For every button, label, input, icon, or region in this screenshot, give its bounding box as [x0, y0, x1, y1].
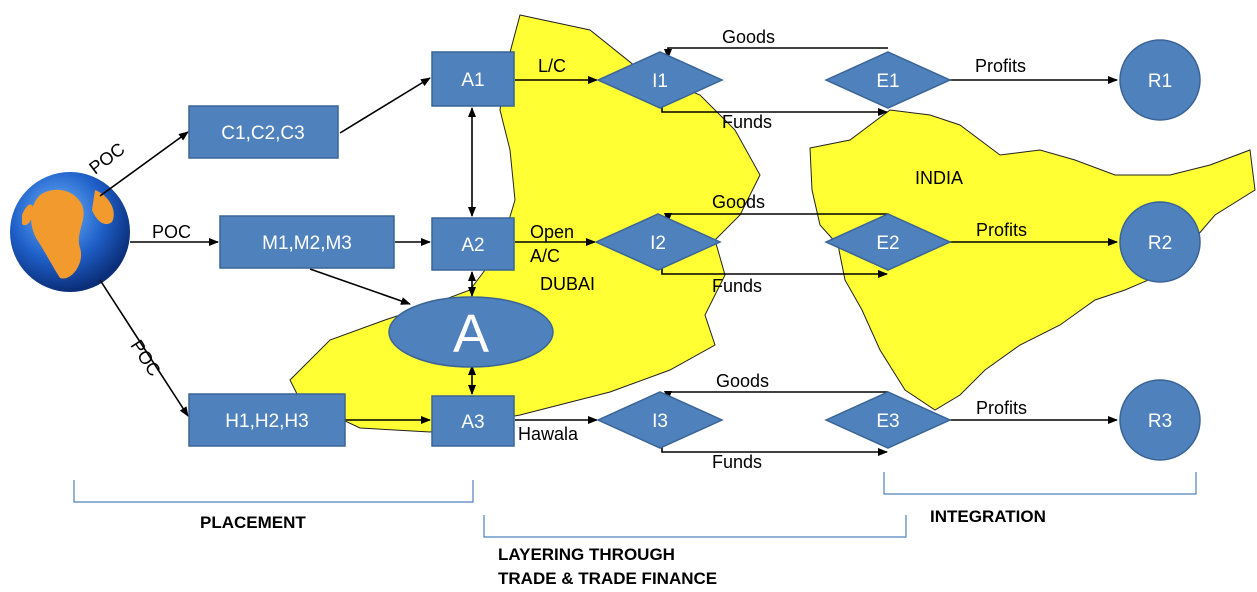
- node-label: R1: [1148, 71, 1172, 92]
- node-e1: E1: [824, 51, 952, 109]
- node-e2: E2: [824, 213, 952, 271]
- node-a-hub: A: [388, 296, 554, 368]
- node-label: R2: [1148, 233, 1172, 254]
- node-label: R3: [1148, 411, 1172, 432]
- region-label-dubai: DUBAI: [540, 274, 595, 294]
- node-label: I2: [650, 233, 666, 254]
- edge-label-goods-1: Goods: [722, 27, 775, 47]
- node-label: A: [453, 304, 489, 364]
- stage-label-integration: INTEGRATION: [930, 507, 1046, 526]
- integration-bracket: [883, 472, 1197, 495]
- edge-label-goods-3: Goods: [716, 371, 769, 391]
- placement-bracket: [73, 480, 474, 503]
- edge-label-poc-mid: POC: [152, 222, 191, 242]
- edge-label-hawala: Hawala: [518, 424, 579, 444]
- node-label: E2: [876, 233, 899, 254]
- node-label: I1: [652, 71, 668, 92]
- node-a3: A3: [431, 395, 515, 447]
- stage-label-layering-line1: LAYERING THROUGH: [498, 545, 675, 564]
- node-label: H1,H2,H3: [225, 411, 308, 432]
- node-label: I3: [652, 411, 668, 432]
- stage-label-placement: PLACEMENT: [200, 513, 306, 532]
- node-c: C1,C2,C3: [188, 105, 339, 159]
- node-i3: I3: [596, 391, 724, 449]
- node-r1: R1: [1119, 39, 1201, 121]
- layering-bracket: [483, 515, 907, 538]
- edge-label-profits-2: Profits: [976, 220, 1027, 240]
- node-label: M1,M2,M3: [262, 233, 352, 254]
- node-label: E3: [876, 411, 899, 432]
- node-e3: E3: [824, 391, 952, 449]
- node-label: E1: [876, 71, 899, 92]
- node-label: A2: [461, 235, 484, 256]
- edge-label-ac: A/C: [530, 246, 560, 266]
- region-label-india: INDIA: [915, 168, 963, 188]
- node-a2: A2: [431, 217, 515, 271]
- node-a1: A1: [431, 51, 515, 107]
- globe-icon: [10, 172, 130, 292]
- edge-label-funds-3: Funds: [712, 452, 762, 472]
- node-i2: I2: [594, 213, 722, 271]
- node-h: H1,H2,H3: [188, 393, 346, 447]
- stage-label-layering-line2: TRADE & TRADE FINANCE: [498, 569, 717, 588]
- node-label: C1,C2,C3: [221, 123, 304, 144]
- node-m: M1,M2,M3: [219, 215, 395, 269]
- edge-label-poc-top: POC: [85, 139, 128, 178]
- edge-label-lc: L/C: [538, 56, 566, 76]
- edge-label-funds-1: Funds: [722, 112, 772, 132]
- node-r2: R2: [1119, 201, 1201, 283]
- node-label: A1: [461, 70, 484, 91]
- edge-label-funds-2: Funds: [712, 276, 762, 296]
- node-label: A3: [461, 412, 484, 433]
- edge-label-open: Open: [530, 222, 574, 242]
- node-i1: I1: [596, 51, 724, 109]
- node-r3: R3: [1119, 379, 1201, 461]
- edge-label-profits-3: Profits: [976, 398, 1027, 418]
- edge-label-goods-2: Goods: [712, 192, 765, 212]
- edge-label-profits-1: Profits: [975, 56, 1026, 76]
- edge-label-poc-bottom: POC: [127, 336, 165, 380]
